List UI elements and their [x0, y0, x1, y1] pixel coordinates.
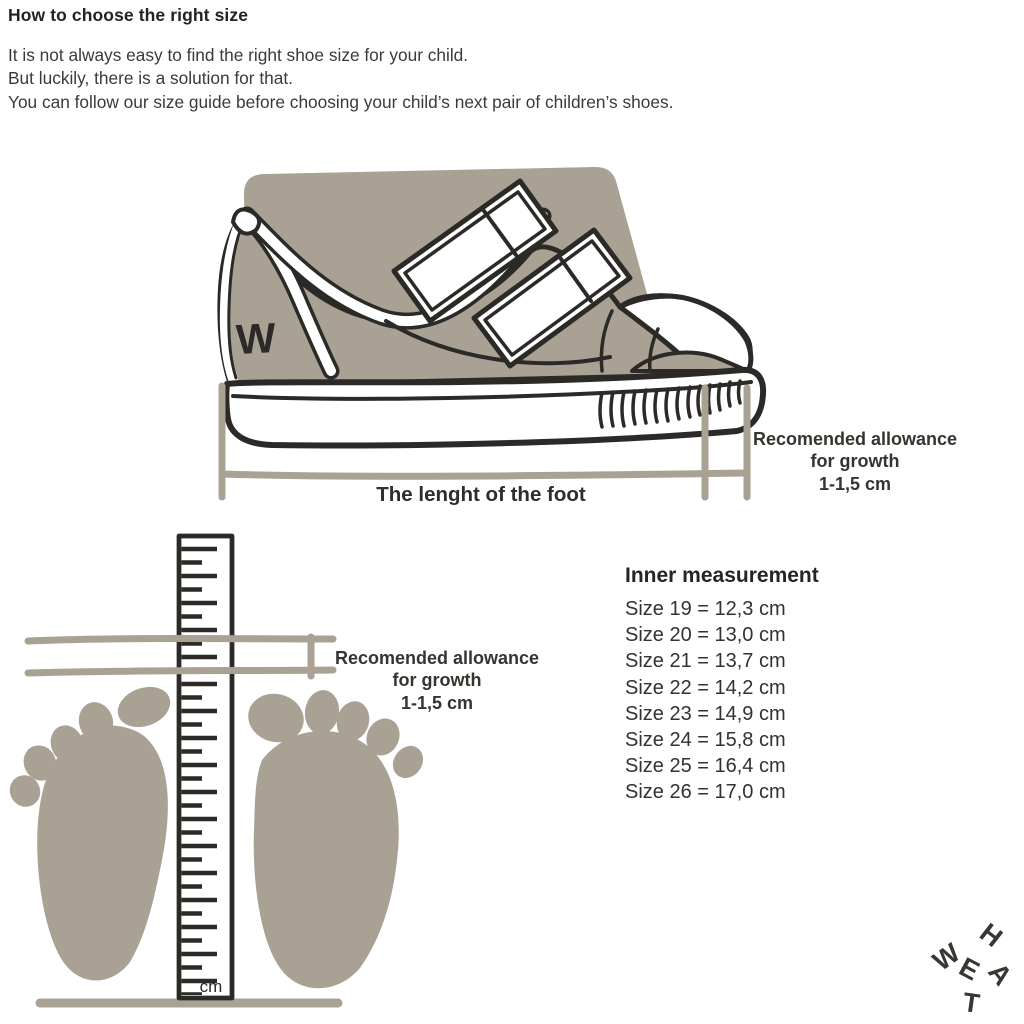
intro-line: You can follow our size guide before cho… — [8, 91, 674, 112]
intro-paragraph: It is not always easy to find the right … — [8, 44, 673, 114]
wheat-brand-logo: W H E A T — [918, 912, 1024, 1024]
logo-letter: H — [974, 917, 1008, 953]
foot-length-label: The lenght of the foot — [376, 483, 586, 506]
size-row: Size 25 = 16,4 cm — [625, 755, 786, 778]
size-row: Size 22 = 14,2 cm — [625, 676, 786, 699]
shoe-sole — [223, 366, 767, 449]
velcro-strap-2 — [471, 227, 633, 369]
allowance-line: 1-1,5 cm — [818, 473, 892, 494]
ruler-growth-allowance-label: Recomended allowance for growth 1-1,5 cm — [327, 647, 547, 714]
size-row: Size 24 = 15,8 cm — [625, 729, 786, 752]
intro-line: It is not always easy to find the right … — [8, 45, 469, 65]
ruler-ticks — [181, 545, 230, 995]
growth-allowance-measure-lines — [24, 633, 337, 680]
logo-letter: T — [961, 987, 982, 1020]
inner-measurement-table: Inner measurement Size 19 = 12,3 cm Size… — [625, 564, 819, 806]
allowance-line: Recomended allowance — [334, 648, 540, 668]
allowance-line: for growth — [810, 451, 900, 472]
measuring-ruler: cm — [176, 533, 235, 1001]
heel-top-cap — [231, 207, 262, 236]
foot-length-measure-lines — [218, 382, 751, 501]
allowance-line: 1-1,5 cm — [400, 692, 474, 713]
shoe-growth-allowance-label: Recomended allowance for growth 1-1,5 cm — [735, 428, 975, 495]
left-footprint — [9, 686, 171, 981]
page-title: How to choose the right size — [8, 5, 249, 25]
allowance-line: Recomended allowance — [752, 429, 958, 449]
size-row: Size 23 = 14,9 cm — [625, 702, 786, 725]
logo-letter: A — [982, 957, 1018, 992]
inner-measurement-heading: Inner measurement — [625, 564, 819, 587]
toe-cap — [617, 293, 754, 374]
velcro-strap-1 — [391, 178, 559, 324]
size-row: Size 21 = 13,7 cm — [625, 650, 786, 673]
size-row: Size 20 = 13,0 cm — [625, 624, 786, 647]
ruler-unit-label: cm — [200, 977, 223, 996]
shoe-illustration: W — [217, 166, 767, 501]
measuring-illustration: cm — [9, 533, 424, 1008]
allowance-line: for growth — [392, 670, 482, 691]
intro-line: But luckily, there is a solution for tha… — [8, 68, 293, 89]
vamp-seam — [384, 319, 612, 366]
right-footprint — [248, 690, 424, 989]
size-row: Size 26 = 17,0 cm — [625, 781, 786, 804]
shoe-brand-initial: W — [235, 314, 277, 363]
size-row: Size 19 = 12,3 cm — [625, 598, 786, 620]
